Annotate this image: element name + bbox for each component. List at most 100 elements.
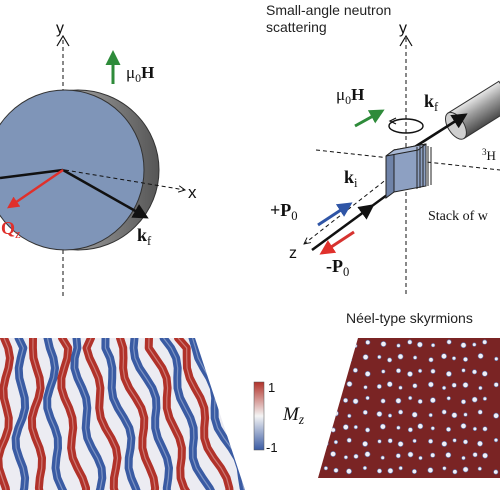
- skyrmion: [407, 371, 413, 377]
- skyrmion: [353, 453, 359, 459]
- skyrmion: [471, 369, 477, 375]
- stripe-highlight: [177, 338, 231, 490]
- skyrmion: [318, 454, 320, 460]
- skyrmion: [460, 423, 467, 429]
- skyrmion: [395, 368, 401, 374]
- skyrmion: [427, 467, 434, 474]
- magnetization-colorbar: 1 -1 Mz: [253, 380, 304, 455]
- skyrmion-title: Néel-type skyrmions: [346, 310, 473, 326]
- stripe-domain: [57, 338, 91, 490]
- skyrmion: [417, 398, 423, 404]
- skyrmion: [451, 412, 458, 419]
- skyrmion: [429, 397, 436, 404]
- stripe-highlight: [46, 338, 68, 490]
- sans-ki-label: ki: [344, 167, 358, 190]
- sans-field-arrow: [354, 109, 385, 128]
- skyrmion: [395, 453, 401, 459]
- skyrmion: [364, 451, 371, 458]
- skyrmion: [413, 355, 418, 360]
- stripe-domain: [0, 338, 14, 490]
- skyrmion: [477, 440, 483, 447]
- skyrmion: [427, 381, 434, 388]
- skyrmion: [442, 385, 447, 391]
- skyrmion: [398, 385, 403, 390]
- sans-panel: Small-angle neutron scattering: [266, 2, 500, 294]
- skyrmion: [330, 370, 337, 377]
- skyrmion: [395, 397, 402, 404]
- skyrmion: [380, 341, 387, 347]
- skyrmion: [347, 357, 353, 363]
- skyrmion: [407, 339, 413, 345]
- skyrmion: [461, 368, 466, 373]
- skyrmion-panel: Néel-type skyrmions: [318, 310, 500, 478]
- skyrmion: [346, 437, 352, 443]
- stripe-domain: [82, 338, 122, 490]
- sans-axis-z-label: z: [289, 245, 297, 262]
- skyrmion: [330, 451, 336, 457]
- stripe-highlight: [119, 338, 156, 490]
- stripe-domain-panel: [0, 338, 245, 490]
- skyrmion: [396, 343, 401, 348]
- skyrmion: [380, 455, 385, 460]
- skyrmion: [365, 339, 371, 345]
- skyrmion: [386, 381, 393, 388]
- skyrmion: [412, 438, 417, 444]
- qz-label: Qz: [1, 218, 21, 241]
- skyrmion: [318, 367, 321, 373]
- skyrmion: [477, 466, 482, 471]
- stack-label: Stack of w: [428, 209, 489, 224]
- skyrmion: [387, 438, 393, 444]
- detector-tube: [445, 80, 500, 140]
- skyrmion: [322, 410, 328, 416]
- stripe-domain: [159, 338, 219, 490]
- skyrmion: [441, 440, 448, 447]
- skyrmion: [407, 427, 413, 433]
- kf-vector: [62, 168, 149, 219]
- skyrmion: [482, 396, 488, 401]
- stripe-highlight: [85, 338, 119, 490]
- skyrmion: [352, 398, 359, 405]
- kf-vector-sans: [409, 113, 468, 152]
- sans-title-line1: Small-angle neutron: [266, 2, 391, 18]
- axis-x-label: x: [188, 183, 197, 202]
- skyrmion: [377, 354, 382, 360]
- skyrmion: [387, 467, 394, 474]
- skyrmion: [416, 341, 423, 348]
- skyrmion: [365, 395, 370, 401]
- skyrmion: [407, 451, 414, 458]
- ki-vector: [311, 204, 375, 252]
- skyrmion: [472, 426, 478, 432]
- skyrmion: [482, 426, 488, 432]
- colorbar-title: Mz: [282, 404, 304, 427]
- stripe-domain: [43, 338, 71, 490]
- skyrmion: [342, 424, 349, 430]
- skyrmion: [452, 469, 458, 475]
- skyrmion: [462, 382, 469, 388]
- stripe-highlight: [14, 338, 26, 490]
- stripe-domain: [144, 338, 195, 490]
- rotation-arrowhead: [388, 117, 397, 125]
- skyrmion: [376, 411, 383, 417]
- sample-geometry-panel: y x μ0H kf Qz: [0, 20, 197, 298]
- skyrmion: [353, 425, 358, 430]
- skyrmion: [362, 465, 368, 471]
- skyrmion: [322, 354, 328, 361]
- skyrmion: [442, 466, 447, 471]
- skyrmion: [347, 413, 352, 419]
- skyrmion: [332, 410, 339, 417]
- incident-beam: [0, 168, 64, 180]
- skyrmion: [460, 342, 467, 349]
- stripe-domain: [27, 338, 46, 490]
- stripe-domain: [70, 338, 107, 490]
- skyrmion: [493, 382, 499, 388]
- stripe-highlight: [60, 338, 87, 490]
- skyrmion: [472, 452, 478, 458]
- skyrmion: [418, 455, 423, 461]
- p0-minus-label: -P0: [326, 256, 349, 279]
- stripe-domain: [129, 338, 173, 490]
- skyrmion: [430, 368, 436, 374]
- skyrmion: [446, 396, 451, 401]
- stripe-highlight: [163, 338, 216, 490]
- skyrmion: [481, 370, 488, 377]
